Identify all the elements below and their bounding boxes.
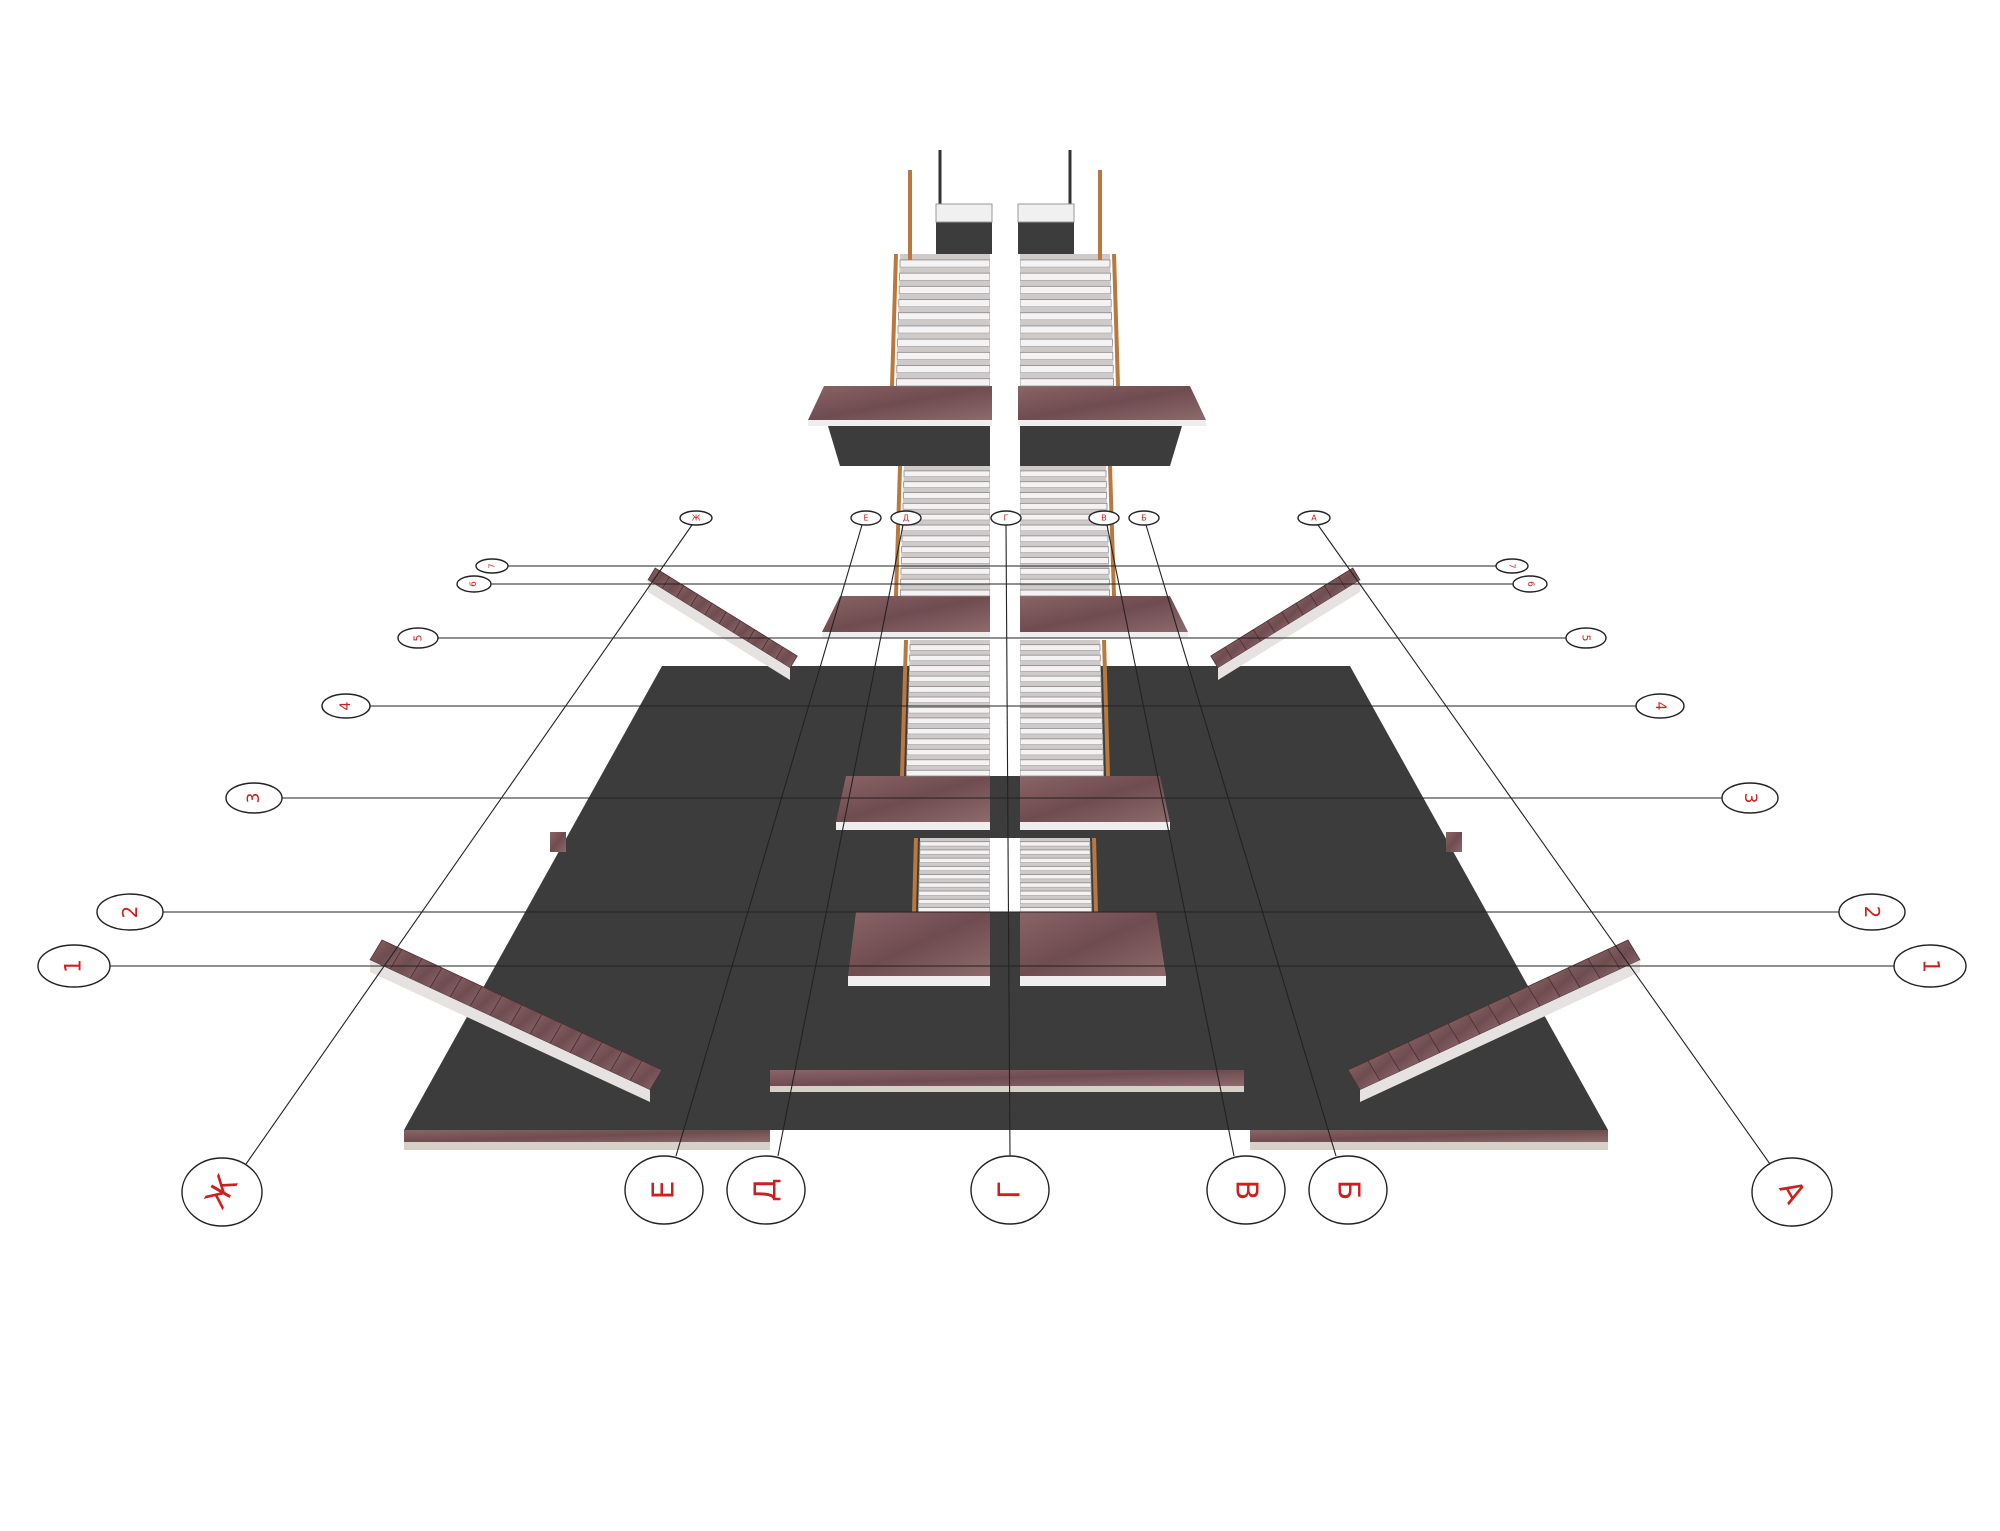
number-axes-left: 1 2 3 4 5 6 7 [37,558,509,988]
handrail-right-4 [1092,837,1098,913]
svg-text:4: 4 [338,701,354,710]
axis-bubble-7-left: 7 [475,558,509,574]
grid-line-letter-3 [777,524,904,1157]
axis-bubble-e-bottom: Е [624,1155,704,1225]
svg-text:Е: Е [863,514,868,523]
landing-ground-left [848,912,990,986]
svg-text:7: 7 [1508,563,1517,568]
axis-bubble-b-top: Б [1128,510,1160,526]
handrail-left-2 [894,465,902,597]
handrail-left-1 [890,253,898,387]
grid-line-letter-6 [1145,524,1337,1157]
axis-bubble-a-bottom: А [1751,1157,1833,1227]
axis-bubble-3-right: 3 [1721,782,1779,814]
grid-line-letter-4 [1005,524,1011,1157]
svg-text:1: 1 [1918,959,1943,973]
svg-text:2: 2 [118,906,142,919]
axis-bubble-b-bottom: Б [1308,1155,1388,1225]
handrail-right-1 [1112,253,1120,387]
side-flight-front-left [369,939,663,1102]
svg-text:1: 1 [62,959,87,973]
central-flight-right-2 [1019,465,1116,597]
svg-text:В: В [1101,514,1107,523]
axis-bubble-g-top: Г [990,510,1022,526]
svg-text:5: 5 [1580,635,1593,642]
axis-bubble-7-right: 7 [1495,558,1529,574]
grid-line-letter-7 [1317,524,1771,1165]
svg-text:Д: Д [903,514,909,523]
axis-bubble-v-bottom: В [1206,1155,1286,1225]
axis-bubble-1-right: 1 [1893,944,1967,988]
svg-text:А: А [1311,514,1317,523]
axis-bubble-a-top: А [1297,510,1331,526]
axis-grid-lines [110,524,1894,1165]
axis-bubble-1-left: 1 [37,944,111,988]
svg-text:Г: Г [1004,514,1009,523]
axis-bubble-zh-bottom: Ж [181,1157,263,1227]
axis-bubble-e-top: Е [850,510,882,526]
handrail-right-3 [1102,639,1110,777]
central-flight-left-3 [900,639,991,777]
letter-axes-top: Ж Е Д Г В Б А [679,510,1331,526]
central-flight-left-1 [890,253,991,387]
svg-text:6: 6 [1525,581,1535,587]
central-stair-flights [890,253,1120,913]
central-flight-right-1 [1019,253,1120,387]
axis-bubble-3-left: 3 [225,782,283,814]
svg-text:6: 6 [469,581,479,587]
svg-text:7: 7 [488,563,497,568]
side-flight-front-right [1347,939,1641,1102]
landing-mid-left [822,596,990,638]
side-flight-back-left [647,567,798,680]
landing-top-right [1018,386,1206,466]
svg-text:Г: Г [993,1181,1028,1199]
grid-line-letter-2 [675,524,863,1157]
landing-low-left [836,776,990,830]
grid-line-letter-1 [245,524,693,1165]
handrails [908,150,1102,260]
axis-bubble-zh-top: Ж [679,510,713,526]
central-flight-left-2 [894,465,991,597]
axis-bubble-v-top: В [1088,510,1120,526]
svg-text:3: 3 [1740,793,1760,804]
axis-bubble-4-right: 4 [1635,693,1685,719]
svg-text:Б: Б [1331,1180,1366,1201]
side-stair-flights [369,567,1641,1102]
handrail-right-2 [1108,465,1116,597]
axis-bubble-5-left: 5 [397,627,439,649]
landing-mid-right [1020,596,1188,638]
landing-low-right [1020,776,1170,830]
axis-bubble-g-bottom: Г [970,1155,1050,1225]
handrail-left-3 [900,639,908,777]
central-flight-left-4 [912,837,991,913]
svg-text:Ж: Ж [692,514,701,523]
svg-text:В: В [1229,1180,1264,1201]
grid-line-letter-5 [1106,524,1235,1157]
axis-bubble-d-bottom: Д [726,1155,806,1225]
svg-text:Б: Б [1141,514,1147,523]
letter-axes-bottom: Ж Е Д Г В Б А [181,1155,1833,1227]
landing-ground-right [1020,912,1166,986]
svg-text:Е: Е [647,1181,682,1200]
central-flight-right-4 [1019,837,1098,913]
central-flight-right-3 [1019,639,1110,777]
axis-bubble-6-left: 6 [456,575,492,593]
number-axes-right: 1 2 3 4 5 6 7 [1495,558,1967,988]
landings [808,386,1206,986]
axis-bubble-6-right: 6 [1512,575,1548,593]
side-flight-back-right [1210,567,1361,680]
svg-text:3: 3 [244,793,264,804]
axis-bubble-d-top: Д [890,510,922,526]
handrail-left-4 [912,837,918,913]
svg-text:4: 4 [1652,702,1668,711]
axis-bubble-2-left: 2 [96,893,164,931]
svg-text:Д: Д [749,1178,784,1201]
axis-bubble-2-right: 2 [1838,893,1906,931]
landing-top-left [808,386,992,466]
axis-bubble-5-right: 5 [1565,627,1607,649]
svg-text:2: 2 [1860,906,1884,919]
svg-text:5: 5 [412,635,425,642]
axis-bubble-4-left: 4 [321,693,371,719]
